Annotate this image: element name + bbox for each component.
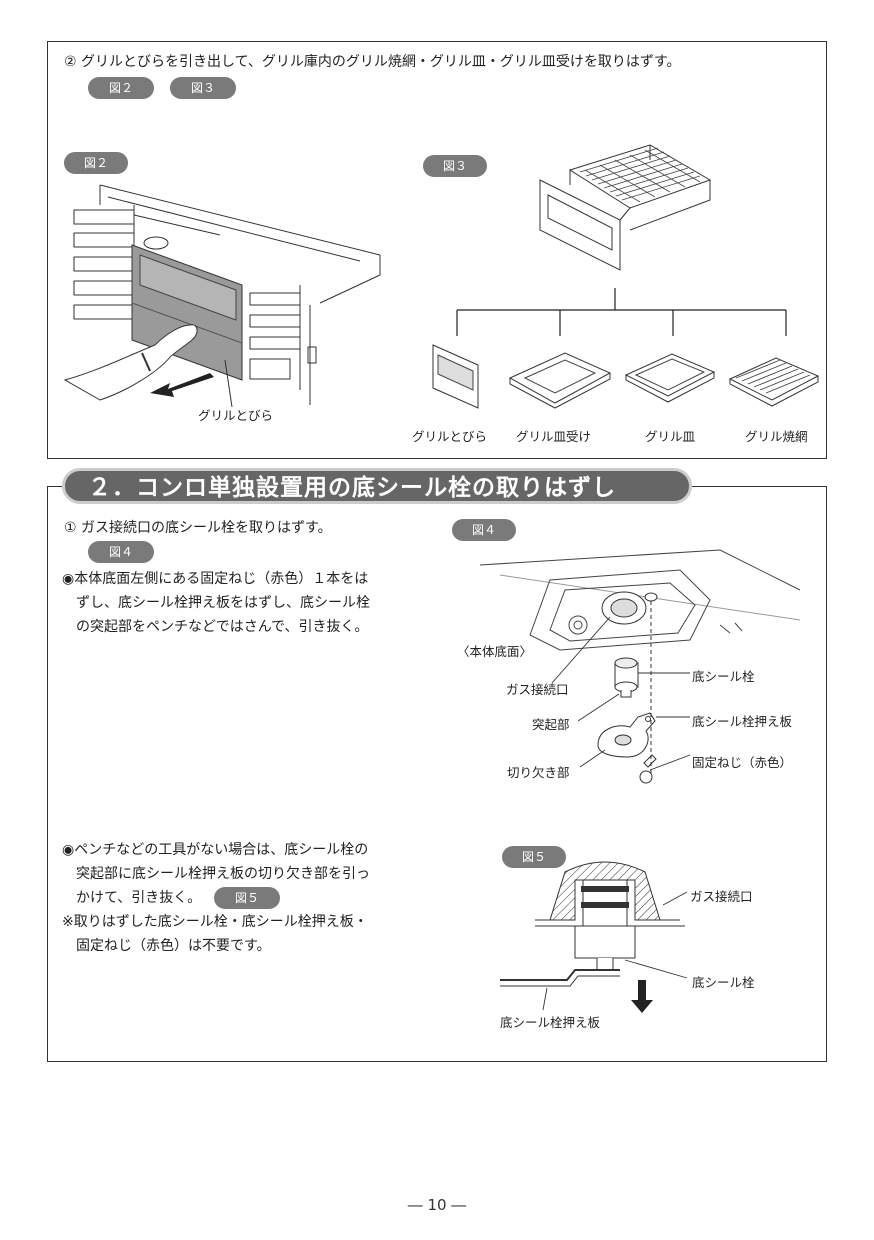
fig4-label-screw: 固定ねじ（赤色） [692, 755, 793, 770]
para2-line1: ◉ペンチなどの工具がない場合は、底シール栓の [62, 842, 369, 858]
section2-paragraph-2: ◉ペンチなどの工具がない場合は、底シール栓の 突起部に底シール栓押え板の切り欠き… [62, 838, 442, 958]
ref-fig3-badge: 図３ [170, 77, 236, 99]
part-grill-net-icon [728, 357, 820, 407]
para2-line3: かけて、引き抜く。 [76, 890, 202, 906]
fig4-label-gas-port: ガス接続口 [506, 682, 569, 697]
section2-step: ① ガス接続口の底シール栓を取りはずす。 [64, 520, 332, 536]
para1-line2: ずし、底シール栓押え板をはずし、底シール栓 [76, 595, 370, 611]
section1-box [47, 41, 827, 459]
fig3-badge: 図３ [423, 155, 487, 177]
fig4-label-seal-plate: 底シール栓押え板 [692, 714, 793, 729]
fig3-tree-lines [456, 288, 787, 336]
part-grill-tray-holder-icon [508, 352, 612, 409]
fig4-label-seal-plug: 底シール栓 [692, 669, 755, 684]
page-number: ― 10 ― [407, 1196, 467, 1214]
fig5-label-gas-port: ガス接続口 [690, 889, 753, 904]
fig2-label-grill-door: グリルとびら [198, 408, 274, 423]
fig4-label-bottom: 〈本体底面〉 [457, 644, 533, 659]
fig2-grill-illustration [63, 184, 381, 408]
note-line2: 固定ねじ（赤色）は不要です。 [76, 938, 271, 954]
section2-title: ２．コンロ単独設置用の底シール栓の取りはずし [88, 475, 616, 501]
part-label-grill-tray: グリル皿 [645, 429, 696, 444]
fig5-badge: 図５ [502, 846, 566, 868]
fig5-label-seal-plate: 底シール栓押え板 [500, 1015, 601, 1030]
part-label-grill-tray-holder: グリル皿受け [516, 429, 592, 444]
part-grill-door-icon [432, 344, 479, 409]
ref-fig4-badge: 図４ [88, 541, 154, 563]
section1-step: ② グリルとびらを引き出して、グリル庫内のグリル焼網・グリル皿・グリル皿受けを取… [64, 54, 681, 70]
fig4-bottom-seal-diagram [479, 549, 801, 784]
fig2-badge: 図２ [64, 152, 128, 174]
note-line1: ※取りはずした底シール栓・底シール栓押え板・ [62, 914, 368, 930]
para1-line3: の突起部をペンチなどではさんで、引き抜く。 [76, 619, 369, 635]
fig3-grill-drawer-assembly [539, 144, 712, 271]
fig4-badge: 図４ [452, 519, 516, 541]
section2-paragraph-1: ◉本体底面左側にある固定ねじ（赤色）１本をは ずし、底シール栓押え板をはずし、底… [62, 567, 442, 639]
para1-line1: ◉本体底面左側にある固定ねじ（赤色）１本をは [62, 571, 369, 587]
part-grill-tray-icon [624, 353, 716, 403]
fig4-label-protrusion: 突起部 [532, 717, 570, 732]
para2-line2: 突起部に底シール栓押え板の切り欠き部を引っ [76, 866, 370, 882]
section2-title-bar [62, 468, 692, 504]
part-label-grill-net: グリル焼網 [745, 429, 808, 444]
ref-fig5-badge: 図５ [214, 887, 280, 909]
ref-fig2-badge: 図２ [88, 77, 154, 99]
part-label-grill-door: グリルとびら [412, 429, 488, 444]
fig5-cross-section [500, 861, 688, 1013]
fig5-label-seal-plug: 底シール栓 [692, 975, 755, 990]
fig4-label-notch: 切り欠き部 [507, 765, 570, 780]
